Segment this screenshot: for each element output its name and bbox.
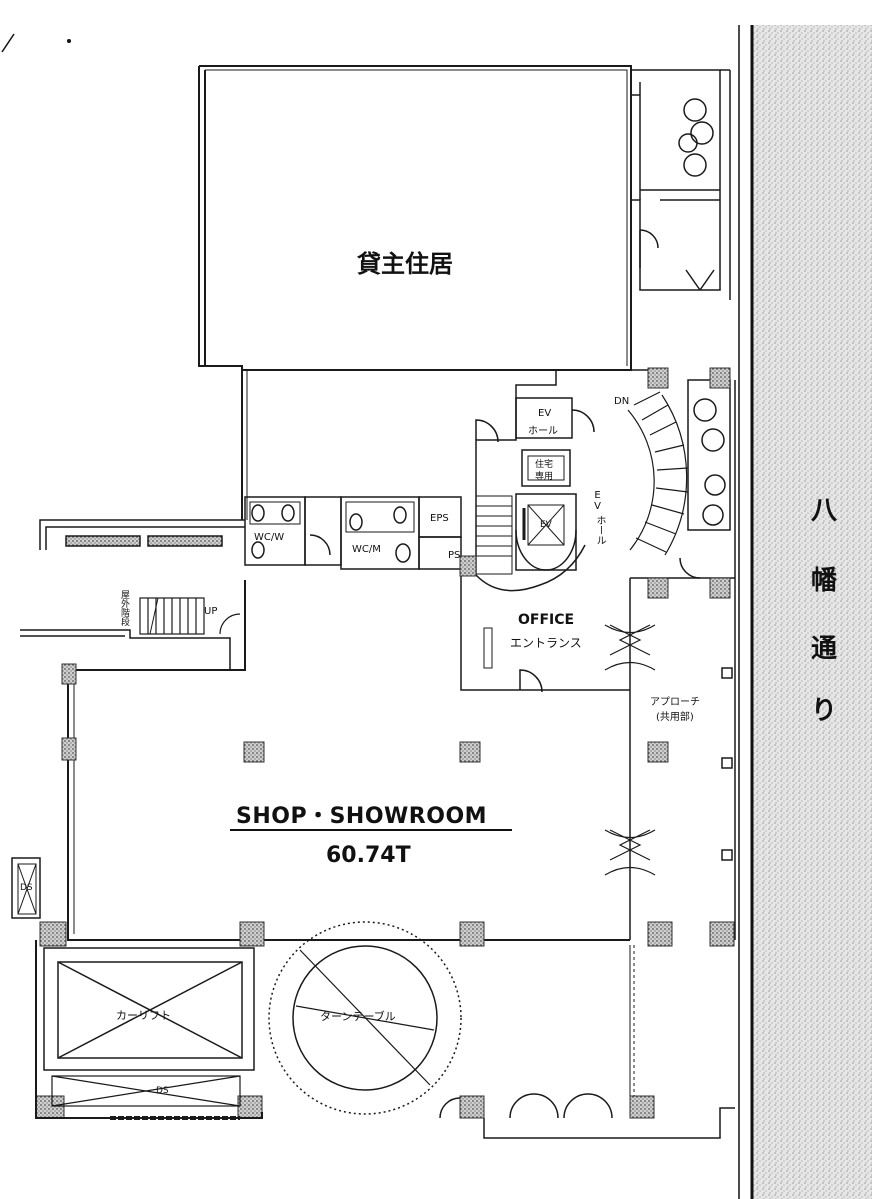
planter-area	[631, 69, 731, 300]
main-stairs	[475, 495, 586, 592]
office-label: OFFICE	[518, 612, 575, 628]
car-lift	[57, 961, 243, 1059]
dn-label: DN	[614, 396, 630, 407]
turntable-label: ターンテーブル	[320, 1010, 396, 1023]
residence-only-label-2: 専用	[535, 472, 554, 482]
turntable	[268, 921, 462, 1115]
wc-w-label: WC/W	[254, 532, 285, 543]
ds-bottom-label: DS	[156, 1086, 169, 1096]
elevator-core	[460, 369, 661, 691]
ds-left-label: DS	[20, 883, 33, 893]
ds-shaft-bottom	[51, 1075, 241, 1107]
left-wall	[20, 519, 246, 671]
ev-hall-side-label-2: ホール	[594, 515, 605, 545]
shrub-icon	[687, 379, 731, 531]
outdoor-stairs	[139, 597, 241, 635]
outdoor-stairs-label: 屋外階段	[119, 590, 129, 626]
curved-stairs	[627, 391, 689, 556]
ds-shaft-left	[11, 857, 41, 919]
residence-only-label-1: 住宅	[535, 460, 554, 470]
street-band	[752, 25, 872, 1199]
shop-title: SHOP・SHOWROOM	[236, 804, 488, 829]
owner-residence-label: 貸主住居	[357, 250, 453, 278]
street-name-char-4: り	[810, 696, 837, 726]
ps-label: PS	[448, 550, 461, 561]
shop-area: 60.74T	[326, 843, 411, 868]
approach-corridor	[604, 380, 736, 940]
street-name-char-3: 通	[810, 634, 837, 664]
up-label: UP	[204, 606, 218, 617]
street-name-char-2: 幡	[810, 566, 837, 596]
ev-hall-top-label-2: ホール	[528, 426, 558, 437]
approach-sub-label: (共用部)	[656, 712, 694, 723]
corner-mark	[1, 33, 15, 53]
office-entrance-label: エントランス	[510, 636, 582, 650]
ev-hall-side-label-1: EV	[592, 490, 603, 512]
garage-doors	[439, 1093, 613, 1119]
wc-m-label: WC/M	[352, 544, 381, 555]
ev-hall-top-label-1: EV	[538, 408, 552, 419]
car-lift-label: カーリフト	[116, 1009, 171, 1022]
toilet-block	[244, 496, 462, 570]
street-name-char-1: 八	[810, 496, 837, 526]
approach-label: アプローチ	[650, 697, 700, 708]
owner-residence-room	[198, 65, 632, 520]
ev-label: EV	[540, 520, 552, 530]
garage-area	[35, 940, 735, 1139]
shrub-icon	[678, 98, 714, 177]
column	[35, 367, 735, 1119]
eps-label: EPS	[430, 513, 449, 524]
